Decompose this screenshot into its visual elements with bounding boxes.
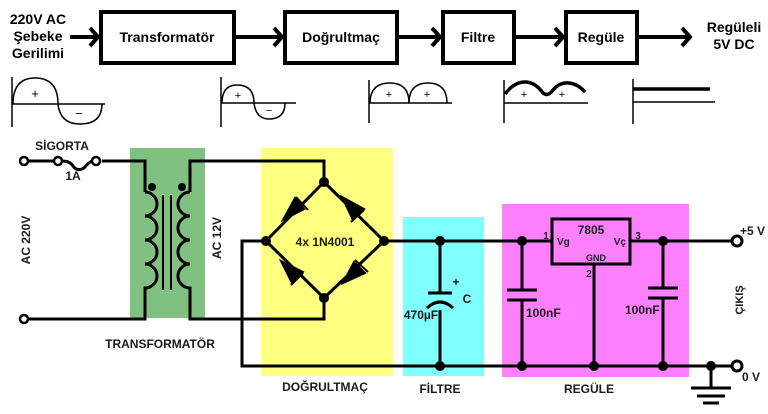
regulator-pin-gnd: GND xyxy=(586,253,607,263)
regulator-pin-out: Vç xyxy=(614,237,627,248)
fuse-label: SİGORTA xyxy=(35,138,89,153)
section-label-filter: FİLTRE xyxy=(419,381,460,396)
output-label-line-1: Regüleli xyxy=(707,19,761,35)
output-positive-label: +5 V xyxy=(740,224,765,238)
block-rectifier-label: Doğrultmaç xyxy=(302,29,380,45)
block-rectifier xyxy=(283,10,399,65)
section-label-transformer: TRANSFORMATÖR xyxy=(105,336,215,351)
capacitor-value: 470µF xyxy=(404,308,438,322)
secondary-dot xyxy=(178,183,186,191)
waveform-full-wave-rectified xyxy=(368,80,452,123)
block-diagram: 220V AC Şebeke Gerilimi Transformatör Do… xyxy=(10,10,761,65)
block-transformer-label: Transformatör xyxy=(120,29,215,45)
block-regulator-label: Regüle xyxy=(578,29,625,45)
sign-filt-plus-2: + xyxy=(559,89,565,101)
secondary-voltage-label: AC 12V xyxy=(210,217,224,259)
sign-step-plus: + xyxy=(235,90,241,102)
output-ground-label: 0 V xyxy=(742,370,760,384)
input-cap-value: 100nF xyxy=(526,306,561,320)
input-label-line-1: 220V AC xyxy=(10,11,66,27)
regulator-pin-in: Vg xyxy=(557,237,570,248)
input-label-line-3: Gerilimi xyxy=(12,45,64,61)
output-label: ÇIKIŞ xyxy=(734,285,746,314)
waveforms xyxy=(11,77,715,127)
pin-number-2: 2 xyxy=(586,269,592,280)
sign-ac-minus: − xyxy=(75,106,83,121)
transformer-coils xyxy=(143,190,192,291)
fuse-terminal-left xyxy=(52,155,64,167)
waveform-ac-sine xyxy=(11,77,105,127)
fuse-rating: 1A xyxy=(65,169,81,183)
fuse xyxy=(52,155,102,167)
waveform-signs: + − + − + + + + xyxy=(31,86,565,121)
pin-number-3: 3 xyxy=(635,231,641,242)
output-cap-value: 100nF xyxy=(625,303,660,317)
block-filter xyxy=(441,10,516,65)
block-arrows xyxy=(70,26,693,48)
fuse-terminal-right xyxy=(90,155,102,167)
waveform-stepped-down-sine xyxy=(220,77,296,127)
regulator-ic-7805 xyxy=(550,217,632,266)
bridge-label: 4x 1N4001 xyxy=(296,235,355,249)
section-bg-transformer xyxy=(130,148,205,318)
ac-input-terminal-bottom[interactable] xyxy=(18,313,30,325)
output-terminal-ground[interactable] xyxy=(730,359,744,373)
section-label-regulator: REGÜLE xyxy=(564,381,614,396)
block-transformer xyxy=(99,10,236,65)
diode-lower-right xyxy=(340,259,369,286)
output-label-line-2: 5V DC xyxy=(713,36,754,52)
input-label-line-2: Şebeke xyxy=(13,28,62,44)
sign-rect-plus-1: + xyxy=(386,89,392,101)
sign-step-minus: − xyxy=(266,105,272,117)
diode-upper-left xyxy=(280,196,309,223)
waveform-filtered-ripple xyxy=(503,80,588,123)
sign-ac-plus: + xyxy=(31,86,39,101)
sign-rect-plus-2: + xyxy=(424,89,430,101)
bridge-diodes xyxy=(278,194,369,286)
section-label-rectifier: DOĞRULTMAÇ xyxy=(282,379,368,394)
waveform-regulated-dc xyxy=(632,79,715,124)
capacitor-name: C xyxy=(463,292,472,306)
primary-dot xyxy=(148,183,156,191)
ground-icon xyxy=(691,386,731,405)
ac-input-terminal-top[interactable] xyxy=(18,155,30,167)
pin-number-1: 1 xyxy=(543,231,549,242)
diode-lower-left xyxy=(278,258,305,286)
capacitor-polarity: + xyxy=(452,275,459,289)
input-voltage-label: AC 220V xyxy=(19,216,33,265)
regulator-name: 7805 xyxy=(578,223,605,237)
filter-capacitor xyxy=(425,291,455,310)
sign-filt-plus-1: + xyxy=(521,89,527,101)
junction-dots xyxy=(261,177,716,371)
block-regulator xyxy=(564,10,639,65)
regulator-capacitors xyxy=(507,286,678,302)
diode-upper-right xyxy=(339,194,366,223)
block-filter-label: Filtre xyxy=(461,29,495,45)
